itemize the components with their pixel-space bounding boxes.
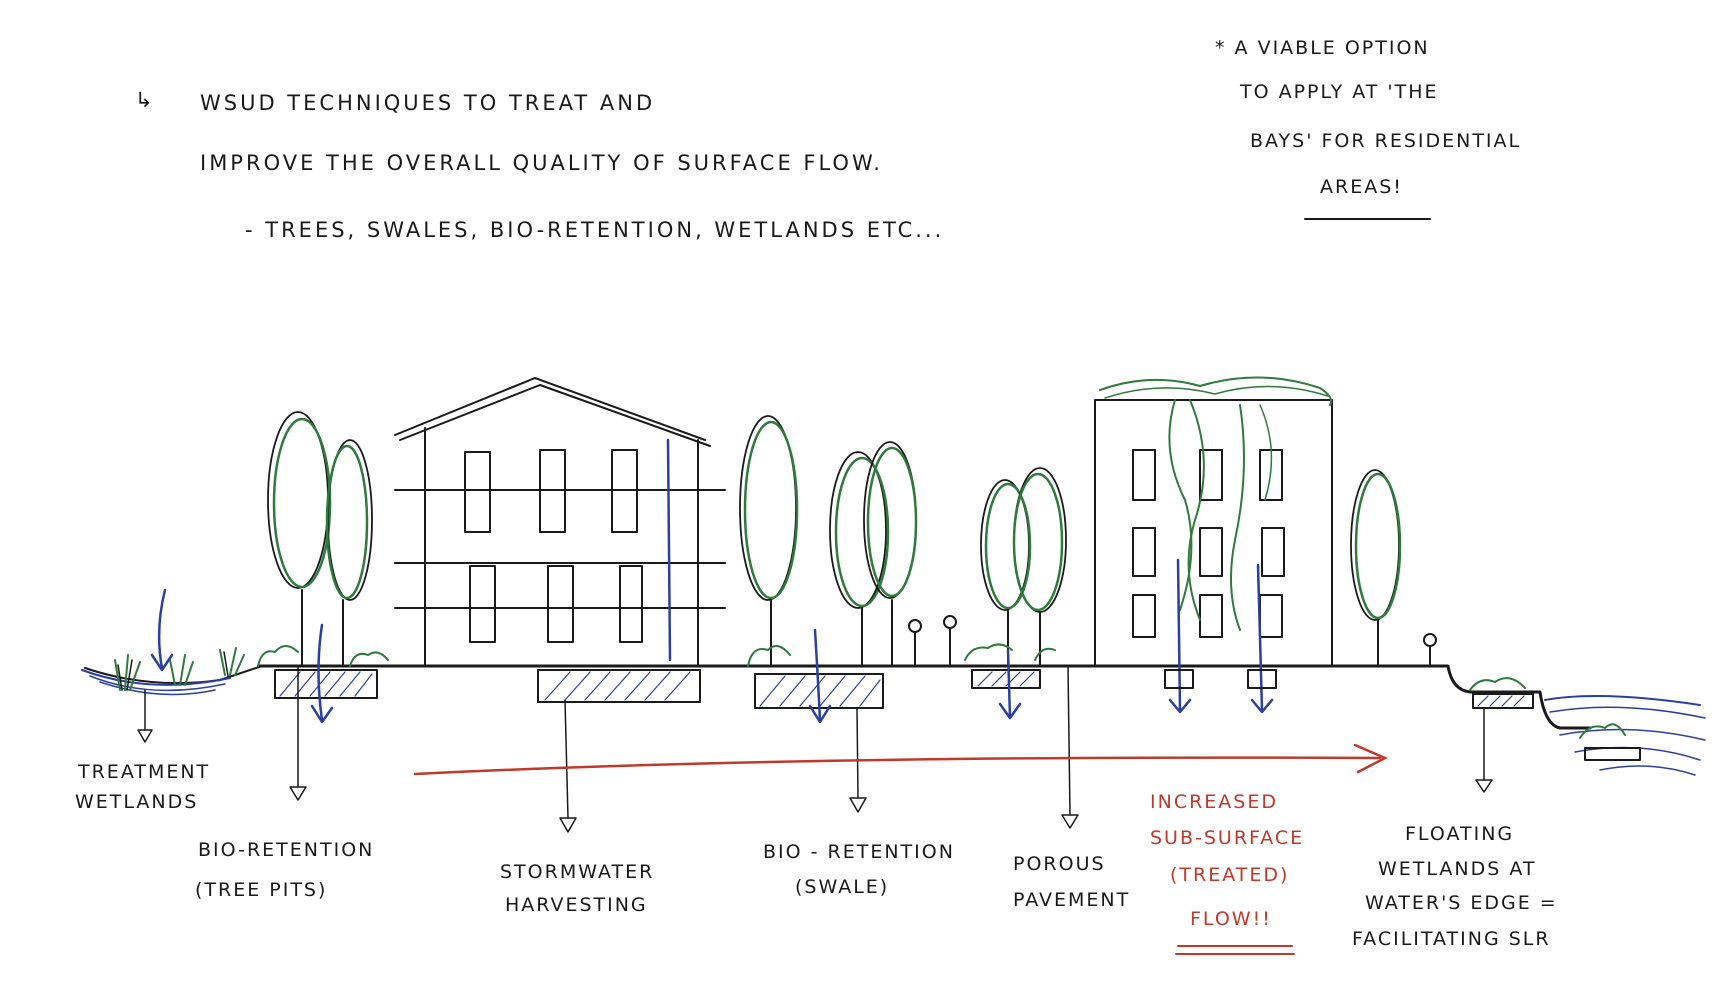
- label-flow-1: Increased: [1150, 791, 1278, 813]
- label-floating-1: Floating: [1405, 823, 1514, 845]
- bottom-labels: Treatment wetlands Bio-retention (Tree p…: [75, 761, 1558, 954]
- lamp-posts: [909, 616, 1436, 666]
- tree-stormwater: [740, 416, 797, 666]
- note-line-2: to apply at 'The: [1239, 81, 1439, 103]
- intro-line-1: WSUD techniques to treat and: [200, 91, 655, 115]
- label-stormwater-1: Stormwater: [500, 861, 654, 883]
- label-bio-retention-tree-2: (Tree pits): [195, 879, 327, 901]
- building-left: [395, 378, 725, 666]
- label-floating-2: wetlands at: [1378, 858, 1537, 880]
- intro-line-3: - Trees, swales, bio-retention, wetlands…: [245, 218, 944, 242]
- label-flow-3: (treated): [1170, 864, 1289, 886]
- tree-swale: [830, 442, 916, 666]
- label-porous-2: pavement: [1013, 889, 1130, 911]
- viable-option-note: * A viable option to apply at 'The Bays'…: [1215, 37, 1521, 219]
- tree-porous: [981, 468, 1066, 666]
- intro-arrow: ↳: [135, 88, 156, 112]
- label-bio-retention-swale-1: Bio - retention: [763, 841, 955, 863]
- label-treatment-wetlands-2: wetlands: [75, 791, 198, 813]
- tree-bio-retention-1: [268, 412, 372, 666]
- label-floating-3: water's edge =: [1365, 892, 1558, 914]
- label-floating-4: facilitating SLR: [1352, 928, 1551, 950]
- sub-surface-cells: [275, 670, 1640, 760]
- label-stormwater-2: harvesting: [505, 894, 648, 916]
- building-right: [1095, 377, 1332, 712]
- label-flow-4: Flow!!: [1190, 908, 1272, 930]
- note-line-4: areas!: [1320, 176, 1403, 198]
- label-bio-retention-swale-2: (swale): [795, 876, 889, 898]
- intro-line-2: improve the overall quality of surface f…: [200, 151, 883, 175]
- note-line-3: Bays' for residential: [1250, 130, 1521, 152]
- intro-text: ↳ WSUD techniques to treat and improve t…: [135, 88, 944, 242]
- leader-lines: [138, 666, 1492, 832]
- tree-right: [1351, 470, 1400, 666]
- note-line-1: * A viable option: [1215, 37, 1430, 59]
- shrubs: [258, 644, 1625, 738]
- label-treatment-wetlands-1: Treatment: [77, 761, 210, 783]
- label-flow-2: sub-surface: [1150, 827, 1304, 849]
- label-porous-1: Porous: [1013, 853, 1106, 875]
- sub-surface-flow-arrow: [415, 745, 1385, 774]
- label-bio-retention-tree-1: Bio-retention: [198, 839, 374, 861]
